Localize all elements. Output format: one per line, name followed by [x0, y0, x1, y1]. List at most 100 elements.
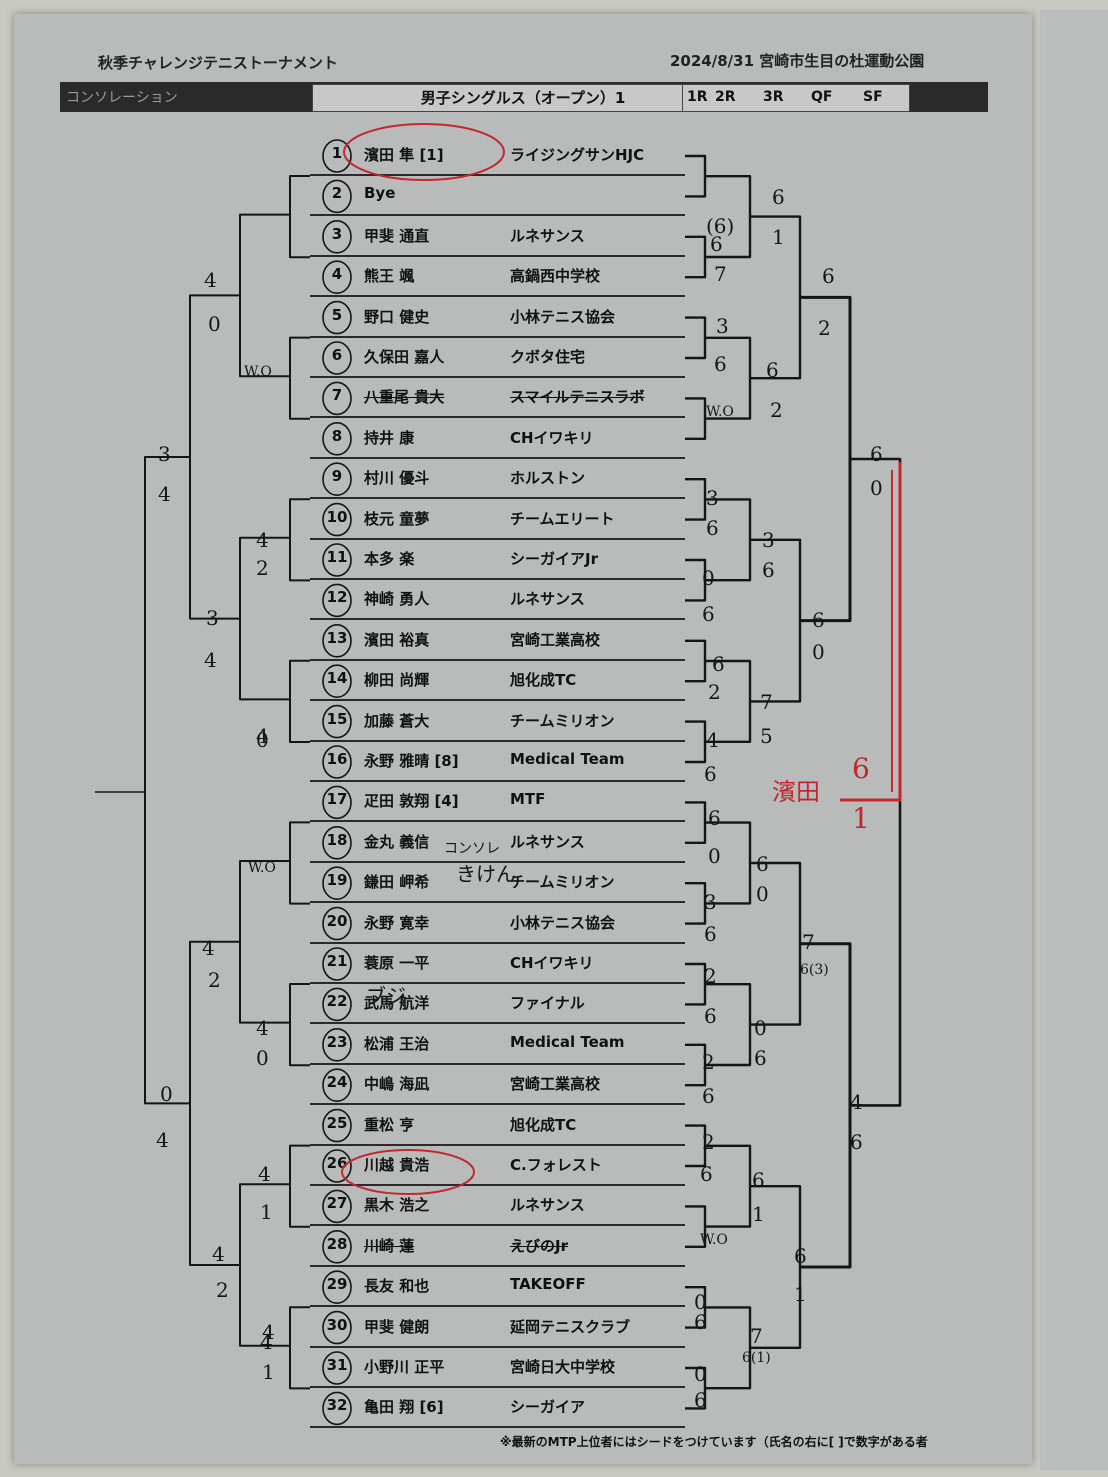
- row-divider: [310, 1305, 685, 1308]
- handwritten-score: (6): [706, 214, 735, 238]
- player-club: ライジングサンHJC: [510, 146, 645, 164]
- handwritten-score: W.O: [248, 860, 276, 876]
- handwritten-score: 1: [752, 1202, 765, 1226]
- player-club: ルネサンス: [510, 832, 585, 851]
- tournament-title: 秋季チャレンジテニストーナメント: [98, 54, 338, 72]
- row-divider: [310, 1062, 685, 1065]
- row-divider: [310, 1224, 685, 1227]
- draw-number: 15: [326, 709, 348, 728]
- player-name: 中嶋 海凪: [364, 1075, 430, 1094]
- red-name-circle: [343, 123, 505, 181]
- number-circle: [322, 785, 352, 820]
- player-club: 宮崎日大中学校: [510, 1358, 616, 1376]
- bracket-line: [189, 294, 240, 620]
- number-circle: [322, 1230, 352, 1264]
- handwritten-score: 0: [702, 566, 715, 590]
- row-divider: [310, 1022, 685, 1025]
- draw-number: 27: [326, 1194, 348, 1213]
- player-name: 武馬 航洋: [364, 994, 430, 1013]
- player-club: チームエリート: [510, 509, 615, 528]
- bracket-line: [289, 659, 310, 743]
- handwritten-score: 4: [256, 1016, 269, 1040]
- bracket-line: [289, 498, 310, 582]
- handwritten-score: 6: [694, 1388, 707, 1412]
- bracket-line: [685, 154, 707, 198]
- seed-footnote: ※最新のMTP上位者にはシードをつけています（氏名の右に[ ]で数字がある者: [500, 1435, 928, 1449]
- player-name: 川越 貴浩: [364, 1156, 430, 1174]
- row-divider: [310, 1264, 685, 1267]
- player-name: 小野川 正平: [364, 1358, 445, 1376]
- handwritten-score: 2: [216, 1278, 229, 1302]
- event-title: 男子シングルス（オープン）1: [312, 84, 734, 112]
- handwritten-score: 4: [158, 482, 171, 506]
- number-circle: [322, 1391, 352, 1426]
- player-club: 宮崎工業高校: [510, 1075, 601, 1094]
- player-name: 村川 優斗: [364, 469, 430, 488]
- round-label: 1R: [687, 89, 708, 105]
- red-final-line: [840, 462, 902, 802]
- row-divider: [310, 174, 685, 176]
- bracket-line: [289, 175, 310, 259]
- player-club: Medical Team: [510, 1032, 625, 1051]
- row-divider: [310, 456, 685, 459]
- player-name: 重松 亨: [364, 1115, 415, 1134]
- handwritten-score: 3: [716, 314, 729, 338]
- handwritten-score: W.O: [706, 404, 734, 420]
- handwritten-score: 2: [704, 964, 717, 988]
- player-name: 川崎 蓮: [364, 1236, 415, 1255]
- row-divider: [310, 820, 685, 823]
- number-circle: [322, 583, 352, 618]
- handwritten-score: 7: [750, 1324, 763, 1348]
- bracket-line: [239, 860, 290, 1024]
- number-circle: [322, 341, 352, 375]
- handwritten-score: 6: [700, 1162, 713, 1186]
- round-label: QF: [811, 89, 833, 105]
- bracket-line: [685, 882, 707, 925]
- row-divider: [310, 1426, 685, 1429]
- handwritten-score: 4: [706, 728, 719, 752]
- handwritten-score: 6: [702, 1084, 715, 1108]
- number-circle: [322, 1028, 352, 1062]
- handwritten-score: 0: [256, 728, 269, 752]
- handwritten-score: 4: [156, 1128, 169, 1152]
- handwritten-score: 6: [712, 652, 725, 676]
- player-club: チームミリオン: [510, 873, 615, 892]
- draw-number: 8: [331, 426, 343, 445]
- draw-number: 23: [326, 1032, 348, 1051]
- handwritten-score: 0: [812, 640, 825, 664]
- draw-number: 31: [326, 1356, 348, 1374]
- bracket-line: [289, 1306, 310, 1390]
- player-name: 久保田 嘉人: [364, 348, 445, 366]
- handwritten-score: 0: [694, 1290, 707, 1314]
- player-club: チームミリオン: [510, 711, 615, 730]
- player-name: 蓑原 一平: [364, 954, 430, 972]
- bracket-line: [289, 983, 310, 1067]
- handwritten-score: 6: [850, 1130, 863, 1154]
- player-name: 松浦 王治: [364, 1034, 430, 1053]
- number-circle: [322, 947, 352, 981]
- number-circle: [322, 462, 352, 497]
- number-circle: [322, 987, 352, 1022]
- number-circle: [322, 664, 352, 699]
- row-divider: [310, 335, 685, 338]
- player-club: えびのJr: [510, 1236, 568, 1255]
- handwritten-score: 7: [714, 262, 727, 286]
- handwritten-score: 7: [760, 690, 773, 714]
- round-label: 3R: [763, 89, 784, 105]
- handwritten-score: 6: [762, 558, 775, 582]
- draw-number: 5: [331, 305, 343, 324]
- bracket-line: [800, 942, 852, 1269]
- draw-number: 21: [326, 952, 348, 970]
- player-name: 加藤 蒼大: [364, 711, 430, 730]
- player-name: 本多 楽: [364, 550, 415, 568]
- player-name: 持井 康: [364, 428, 415, 447]
- adjacent-sheet-edge: [1040, 10, 1108, 1470]
- player-name: 熊王 颯: [364, 267, 415, 286]
- player-name: 甲斐 健朗: [364, 1317, 430, 1336]
- row-divider: [310, 739, 685, 742]
- handwritten-score: 3: [706, 486, 719, 510]
- player-name: Bye: [364, 184, 396, 203]
- handwritten-score: 0: [708, 844, 721, 868]
- consolation-label: コンソレーション: [66, 90, 178, 106]
- handwritten-score: 6: [794, 1244, 807, 1268]
